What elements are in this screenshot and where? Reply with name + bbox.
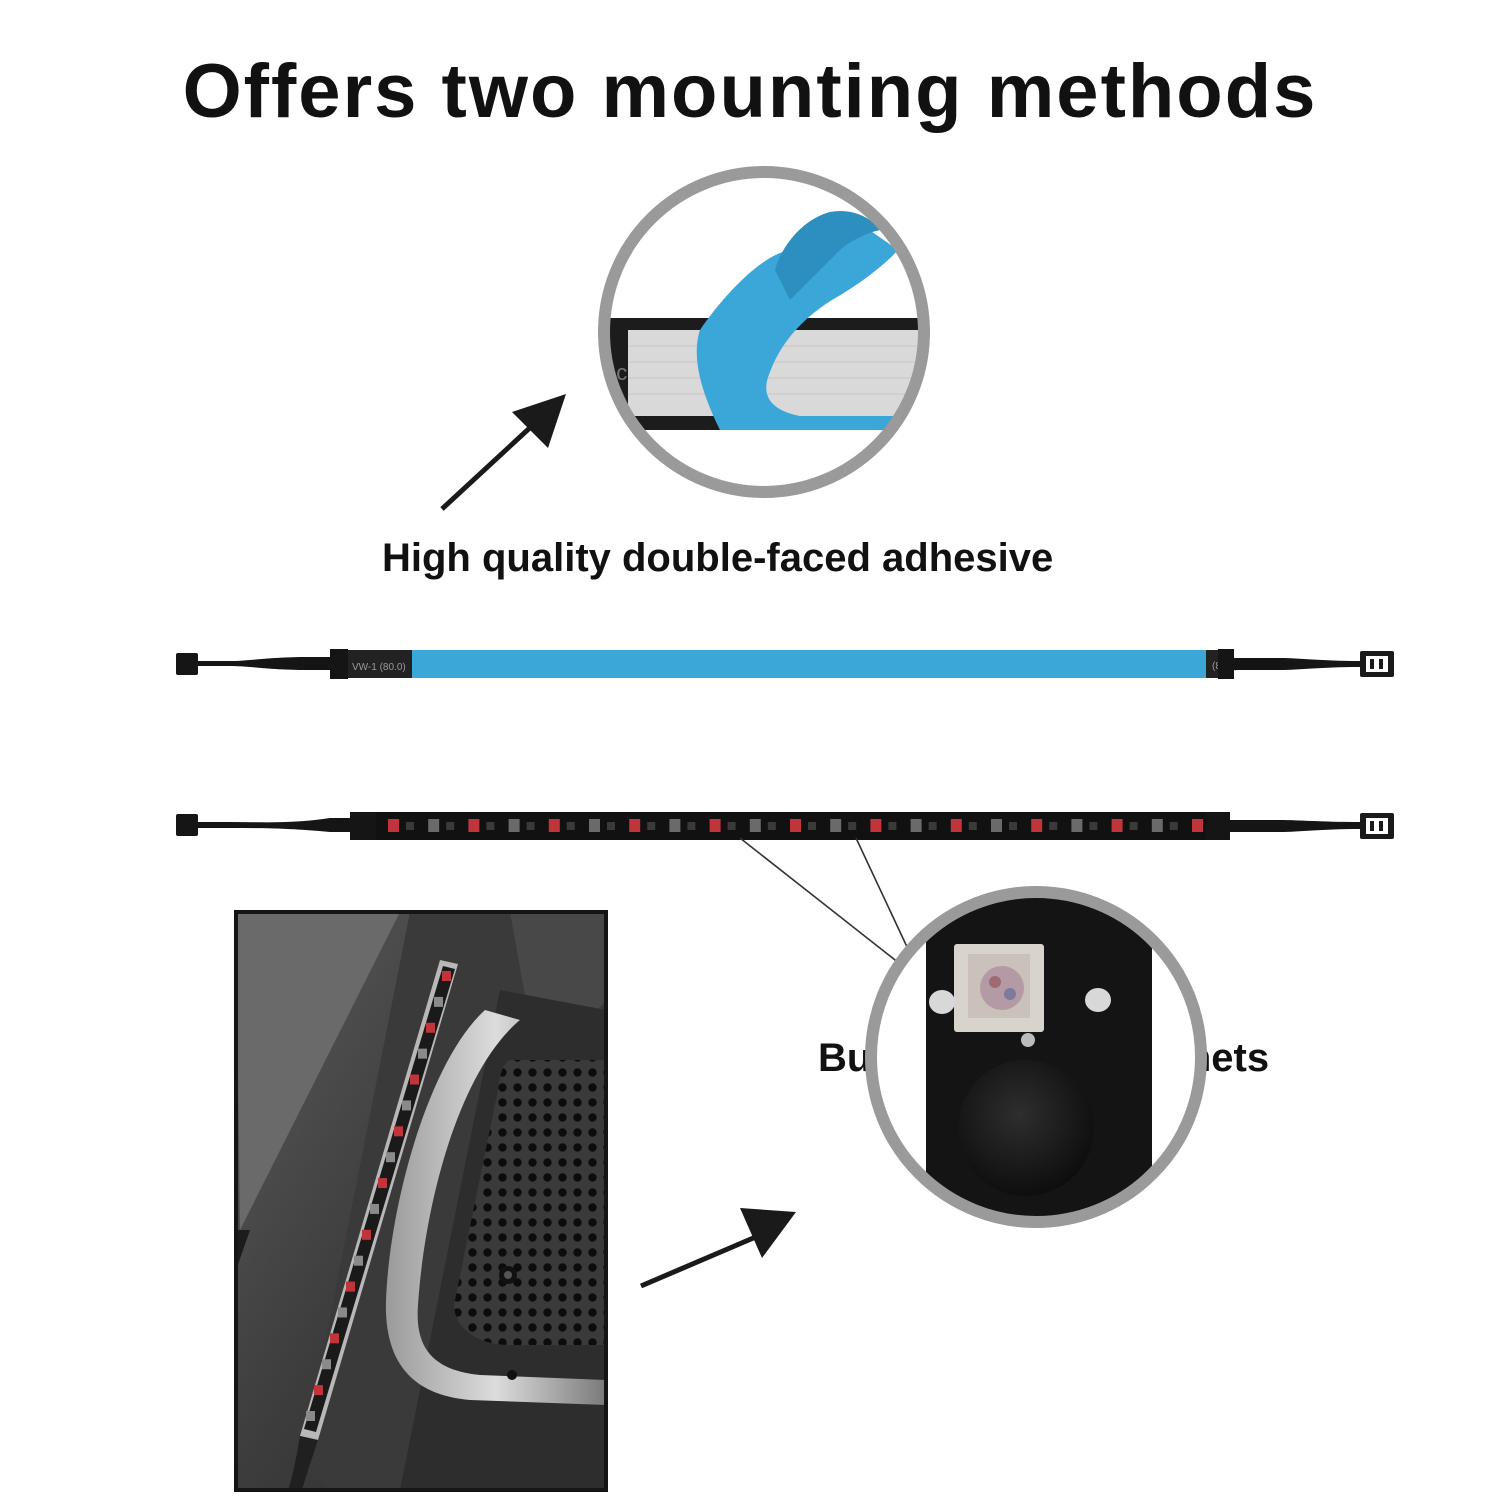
magnet-dot [566, 822, 575, 830]
magnet-dot [848, 822, 857, 830]
led-chip [1192, 819, 1203, 832]
magnet-closeup-illustration [865, 886, 1207, 1228]
led-chip [1111, 819, 1123, 832]
led-chip [428, 819, 440, 832]
led-chip [508, 819, 520, 832]
pc-case-mounted-strip-photo [236, 912, 606, 1490]
case-led-chip [306, 1411, 315, 1421]
case-led-chip [402, 1100, 411, 1111]
adhesive-caption: High quality double-faced adhesive [382, 536, 1054, 580]
led-chip [910, 819, 922, 832]
arrow-icon [440, 394, 566, 511]
magnet-dot [1089, 822, 1098, 830]
magnet-dot [406, 822, 414, 830]
case-led-chip [434, 996, 443, 1007]
case-led-chip [426, 1022, 435, 1033]
magnet-dot [808, 822, 816, 830]
led-chip [589, 819, 600, 832]
magnet-dot [1129, 822, 1138, 830]
led-chip [1031, 819, 1043, 832]
case-led-chip [410, 1074, 419, 1085]
led-chip [749, 819, 761, 832]
case-led-chip [442, 971, 451, 981]
case-led-chip [370, 1203, 379, 1214]
magnet-dot [968, 822, 977, 830]
led-chip [790, 819, 801, 832]
arrow-icon [640, 1208, 796, 1289]
magnet-dot [1009, 822, 1017, 830]
led-chip [669, 819, 681, 832]
magnet-dot [928, 822, 937, 830]
blue-adhesive-strip-illustration: VW-1 (80.0) (80.0) [176, 649, 1394, 679]
magnet-dot [888, 822, 897, 830]
magnet-dot [727, 822, 736, 830]
magnet-dot [526, 822, 535, 830]
led-chip [629, 819, 641, 832]
case-led-chip [386, 1152, 395, 1163]
case-led-chip [354, 1255, 363, 1266]
case-led-chip [322, 1359, 331, 1370]
case-led-chip [338, 1307, 347, 1318]
led-chip [709, 819, 721, 832]
magnet-dot [687, 822, 696, 830]
led-chip [950, 819, 962, 832]
case-led-chip [378, 1178, 387, 1189]
strip-marking-left: VW-1 (80.0) [352, 662, 406, 673]
led-chip [991, 819, 1002, 832]
led-chip [830, 819, 842, 832]
led-chip [1071, 819, 1083, 832]
adhesive-closeup-illustration: . c [598, 166, 930, 498]
black-led-strip-illustration [176, 812, 1394, 840]
led-chip [388, 819, 399, 832]
case-led-chip [346, 1281, 355, 1292]
page-title: Offers two mounting methods [182, 49, 1318, 134]
led-chip [870, 819, 882, 832]
case-led-chip [362, 1229, 371, 1240]
case-led-chip [330, 1333, 339, 1344]
magnet-dot [1169, 822, 1178, 830]
magnet-dot [446, 822, 455, 830]
led-chip [1151, 819, 1163, 832]
magnet-dot [486, 822, 495, 830]
magnet-dot [767, 822, 776, 830]
case-led-chip [394, 1126, 403, 1137]
magnet-dot [607, 822, 615, 830]
led-chip [548, 819, 560, 832]
led-chip [468, 819, 480, 832]
magnet-dot [1049, 822, 1058, 830]
case-led-chip [418, 1048, 427, 1059]
case-led-chip [314, 1385, 323, 1396]
magnet-dot [647, 822, 656, 830]
